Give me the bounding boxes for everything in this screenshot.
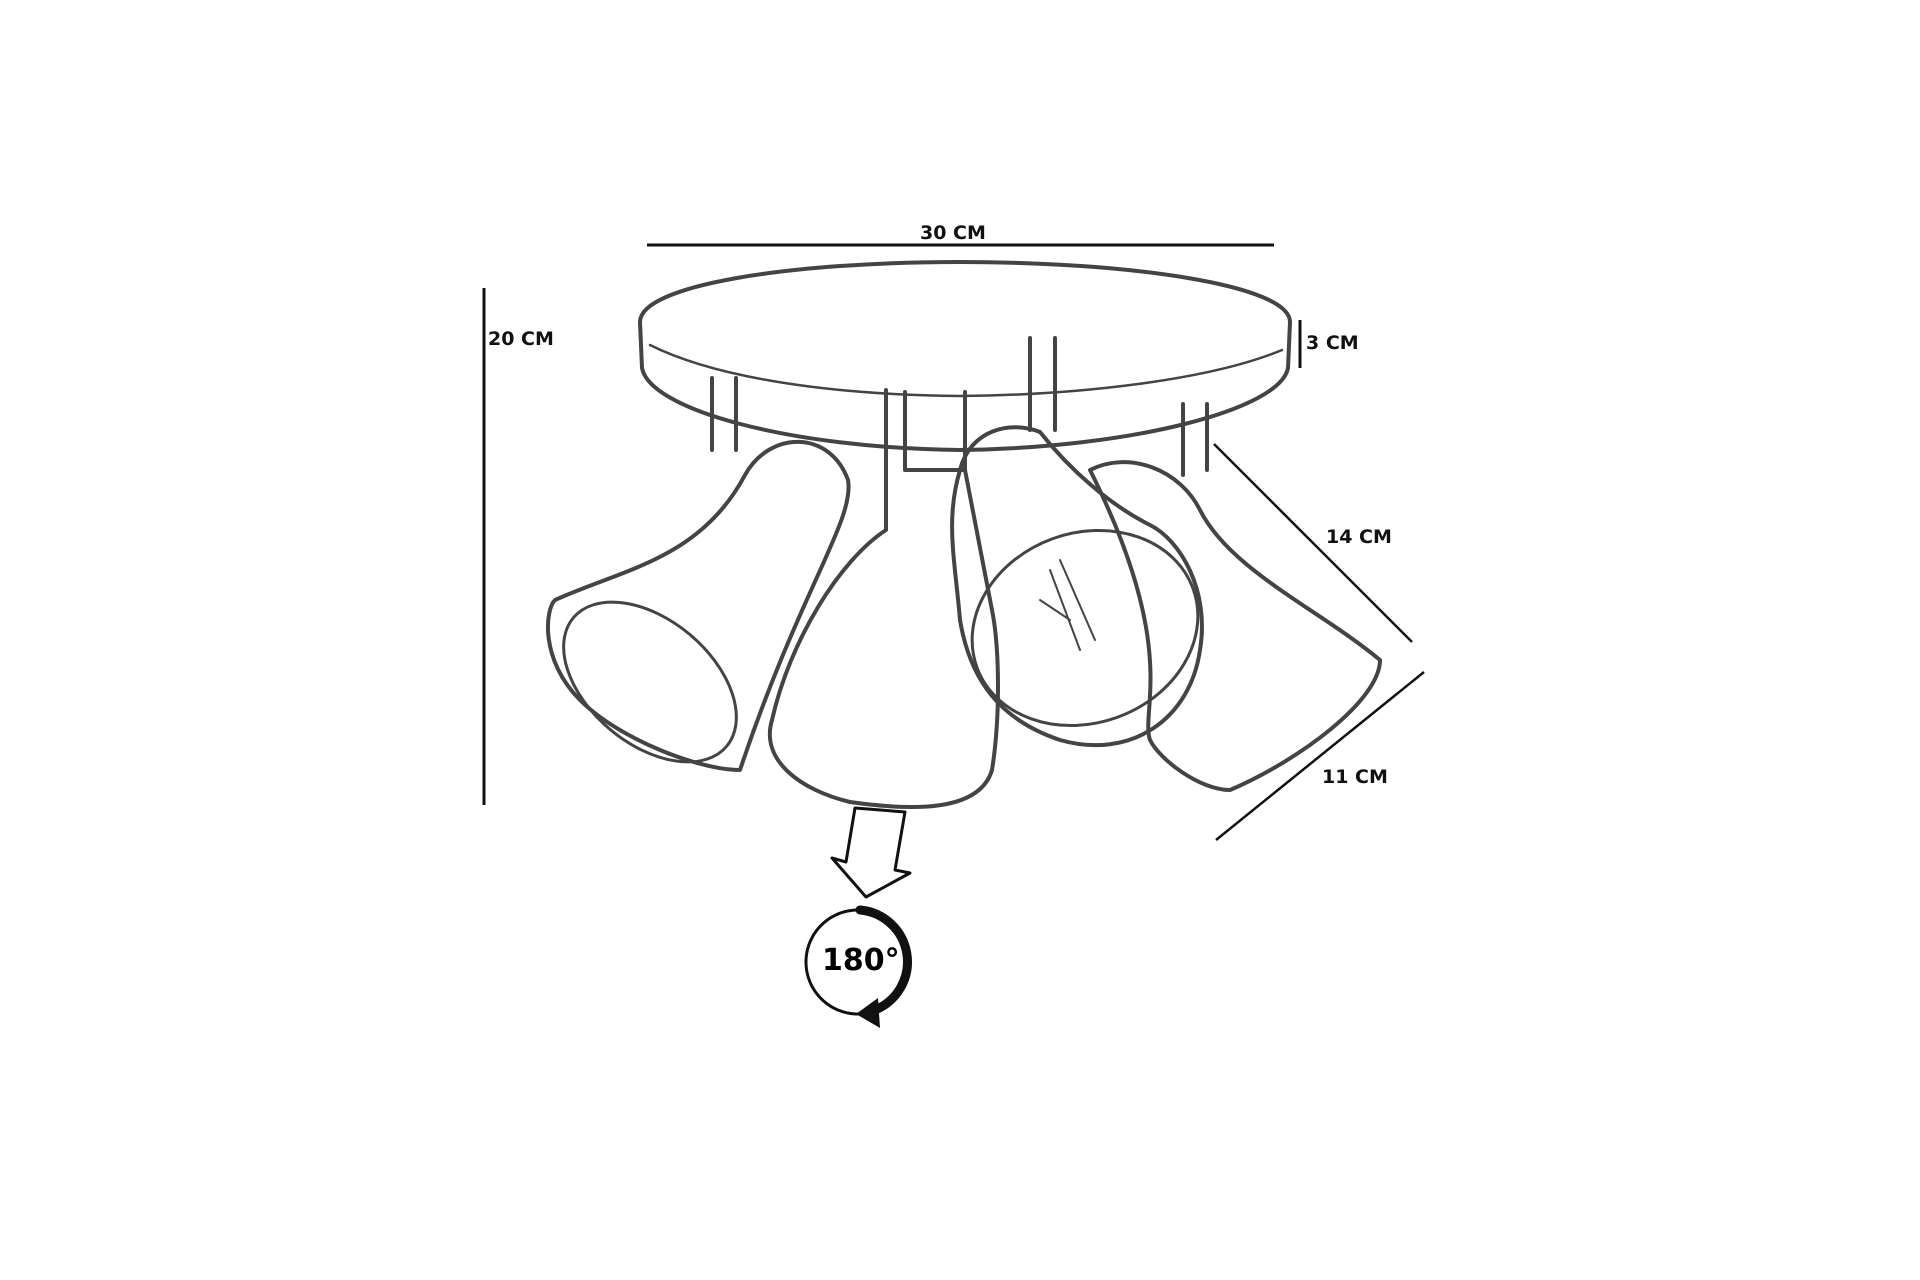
lamp-shade-front xyxy=(950,425,1204,748)
ceiling-canopy xyxy=(638,260,1292,452)
rotation-arrow-icon xyxy=(855,905,912,1015)
arm-3 xyxy=(1181,402,1209,477)
lamp-shade-front-opening xyxy=(970,528,1200,728)
direction-arrow-icon xyxy=(830,806,912,899)
bulb-icon xyxy=(1039,559,1096,651)
lamp-shade-right xyxy=(1088,460,1382,792)
lamp-shade-left xyxy=(545,439,851,772)
arm-dimension-line xyxy=(1213,443,1413,643)
arm-length-label: 14 CM xyxy=(1326,526,1392,548)
lamp-shade-left-opening xyxy=(562,600,738,764)
rotation-arrowhead-icon xyxy=(856,998,880,1028)
depth-label: 3 CM xyxy=(1306,332,1359,354)
arm-1 xyxy=(710,376,738,452)
arm-2 xyxy=(1028,336,1057,432)
width-label: 30 CM xyxy=(920,222,986,244)
shade-dimension-line xyxy=(1215,671,1425,841)
shade-length-label: 11 CM xyxy=(1322,766,1388,788)
center-stem xyxy=(903,390,967,472)
rotation-circle-dashed xyxy=(804,908,860,1016)
lamp-shade-center xyxy=(768,388,1000,810)
rotation-label: 180° xyxy=(822,943,900,978)
height-label: 20 CM xyxy=(488,328,554,350)
